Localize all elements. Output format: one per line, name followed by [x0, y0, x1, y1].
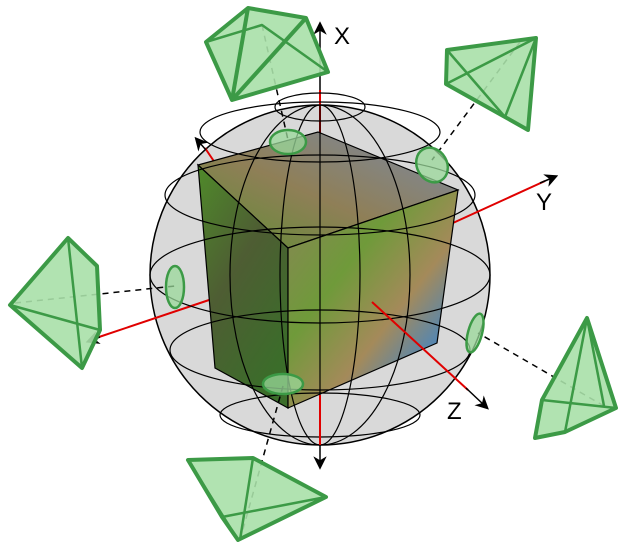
z-axis-arrow — [466, 388, 484, 405]
spot-left — [166, 266, 184, 308]
pyramid-top-right — [446, 38, 536, 130]
neg-z-axis-arrow — [199, 142, 206, 150]
spot-top — [270, 130, 306, 154]
x-axis-label: X — [334, 23, 350, 50]
pyramid-left — [10, 238, 100, 368]
y-axis-label: Y — [536, 189, 552, 216]
y-axis-arrow — [540, 178, 552, 183]
spot-bottom — [263, 374, 303, 394]
z-axis-label: Z — [447, 398, 462, 425]
pyramid-top — [206, 8, 328, 100]
pyramid-bottom — [188, 458, 326, 540]
pyramid-right — [535, 318, 616, 438]
